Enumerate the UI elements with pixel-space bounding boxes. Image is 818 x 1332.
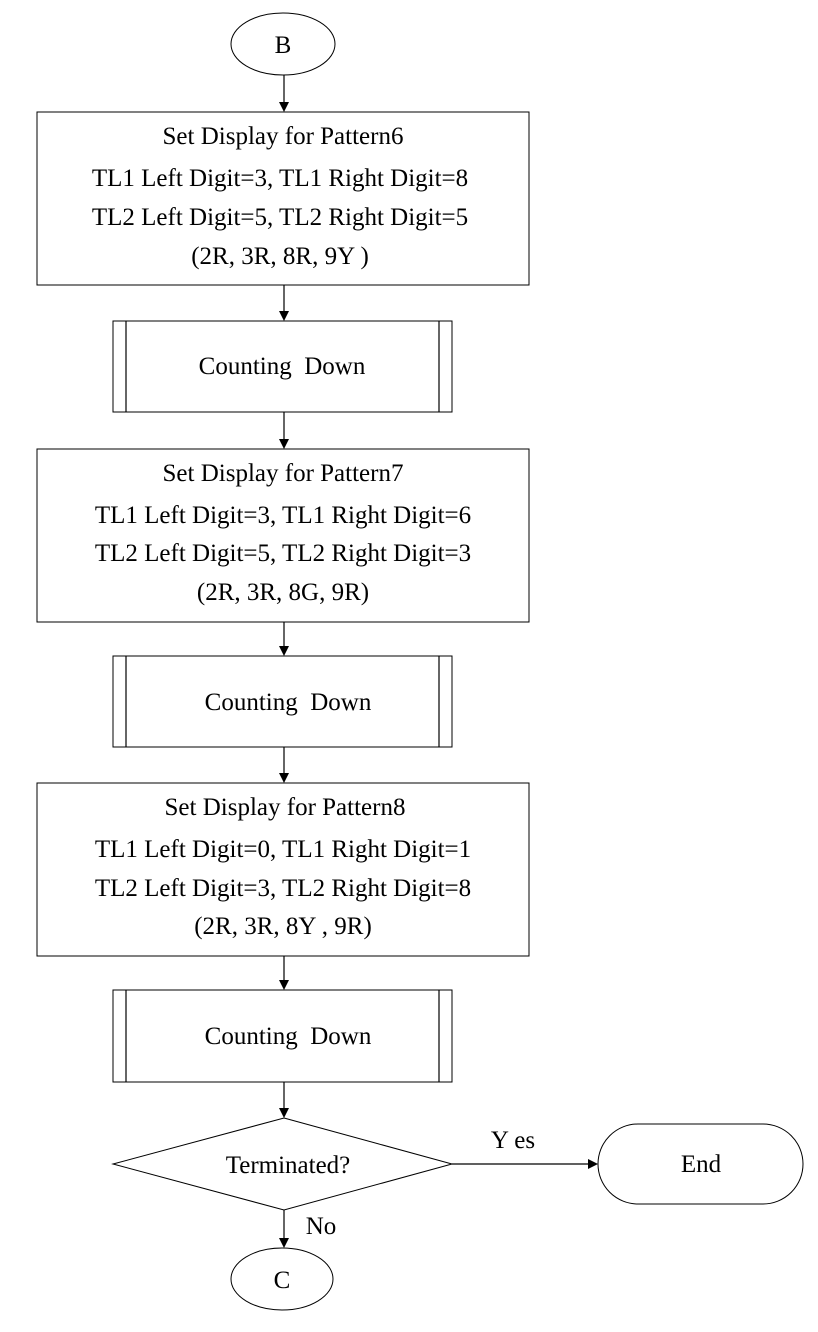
yes-label: Y es [491, 1127, 535, 1154]
connector-c-label: C [274, 1267, 291, 1294]
terminal-end: End [597, 1123, 804, 1205]
pattern8-tl1-digits: TL1 Left Digit=0, TL1 Right Digit=1 [95, 836, 471, 863]
pattern7-tl1-digits: TL1 Left Digit=3, TL1 Right Digit=6 [95, 502, 471, 529]
flow-arrow [279, 285, 289, 321]
subroutine-box-counting-down-1: Counting Down [112, 320, 453, 413]
flow-arrow [279, 1082, 289, 1118]
pattern8-tl2-digits: TL2 Left Digit=3, TL2 Right Digit=8 [95, 875, 471, 902]
process-box-pattern6: Set Display for Pattern6 TL1 Left Digit=… [36, 111, 530, 286]
flow-arrow [279, 622, 289, 656]
decision-terminated: Terminated? [111, 1117, 454, 1211]
pattern8-lights: (2R, 3R, 8Y , 9R) [194, 913, 372, 940]
end-label: End [681, 1151, 722, 1178]
pattern6-lights: (2R, 3R, 8R, 9Y ) [191, 243, 369, 270]
flow-arrow-yes: Y es [452, 1127, 598, 1169]
pattern8-title: Set Display for Pattern8 [165, 794, 406, 821]
connector-c: C [230, 1247, 334, 1311]
connector-b-label: B [275, 32, 292, 59]
connector-b: B [230, 12, 336, 76]
process-box-pattern8: Set Display for Pattern8 TL1 Left Digit=… [36, 782, 530, 957]
flow-arrow [279, 412, 289, 449]
counting-down-1-label: Counting Down [199, 353, 366, 380]
pattern6-title: Set Display for Pattern6 [163, 123, 404, 150]
subroutine-box-counting-down-3: Counting Down [112, 989, 453, 1083]
pattern7-tl2-digits: TL2 Left Digit=5, TL2 Right Digit=3 [95, 540, 471, 567]
pattern6-tl1-digits: TL1 Left Digit=3, TL1 Right Digit=8 [92, 165, 468, 192]
flow-arrow [279, 747, 289, 783]
flow-arrow [279, 956, 289, 990]
subroutine-box-counting-down-2: Counting Down [112, 655, 453, 748]
decision-question: Terminated? [226, 1152, 351, 1179]
flow-arrow-no: No [279, 1210, 336, 1248]
process-box-pattern7: Set Display for Pattern7 TL1 Left Digit=… [36, 448, 530, 623]
pattern7-title: Set Display for Pattern7 [163, 460, 404, 487]
pattern7-lights: (2R, 3R, 8G, 9R) [197, 579, 369, 606]
counting-down-3-label: Counting Down [205, 1023, 372, 1050]
no-label: No [306, 1213, 337, 1240]
counting-down-2-label: Counting Down [205, 689, 372, 716]
flow-arrow [279, 75, 289, 112]
pattern6-tl2-digits: TL2 Left Digit=5, TL2 Right Digit=5 [92, 204, 468, 231]
